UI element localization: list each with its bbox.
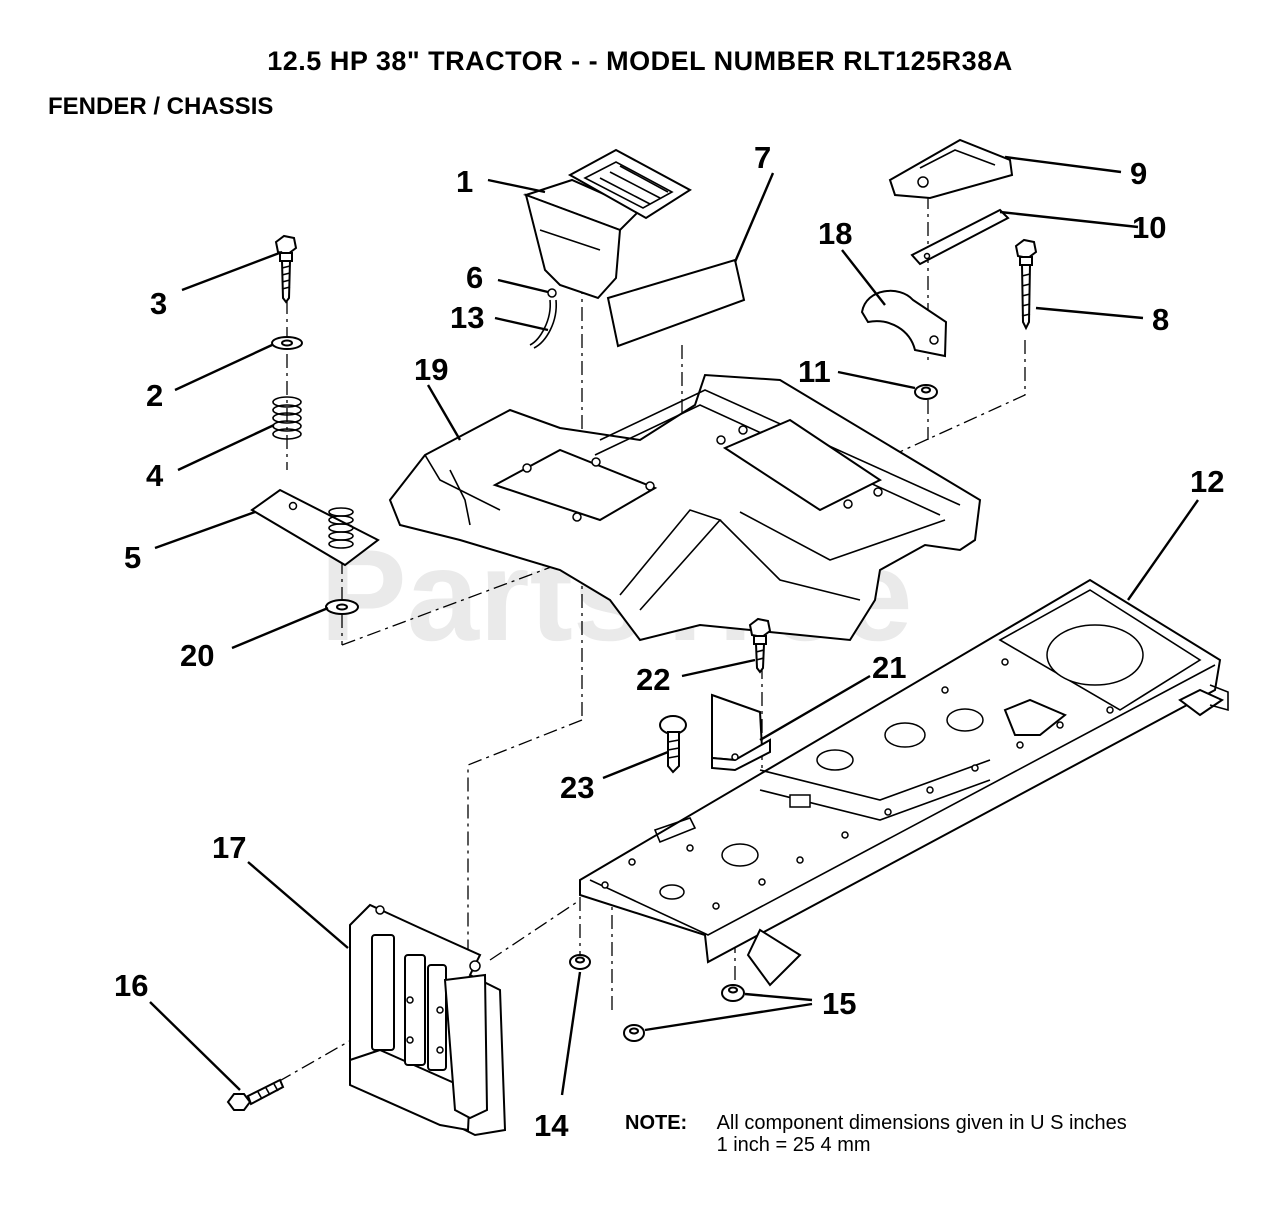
callout-12: 12: [1190, 464, 1224, 499]
callout-21: 21: [872, 650, 906, 685]
part-10-strap: [910, 208, 1010, 266]
part-23-carriage-bolt: [659, 715, 687, 774]
callout-11: 11: [798, 354, 831, 389]
part-14-nut: [569, 954, 591, 970]
callout-8: 8: [1152, 302, 1169, 337]
part-1-storage-tray: [522, 148, 692, 300]
callout-23: 23: [560, 770, 594, 805]
callout-14: 14: [534, 1108, 569, 1143]
part-13-hose: [529, 299, 557, 349]
callout-numbers: 1 2 3 4 5 6 7 8 9 10 11 12 13 14 15 16 1…: [114, 140, 1224, 1143]
callout-18: 18: [818, 216, 852, 251]
callout-1: 1: [456, 164, 473, 199]
part-16-bolt: [226, 1078, 285, 1111]
part-12-chassis-frame: [579, 578, 1229, 987]
callout-5: 5: [124, 540, 141, 575]
part-6-clip: [547, 288, 557, 298]
part-7-decal: [606, 258, 746, 348]
leader-lines: [149, 155, 1199, 1096]
dimensions-note: NOTE: All component dimensions given in …: [625, 1112, 1127, 1156]
part-21-bracket: [711, 693, 771, 772]
note-label: NOTE:: [625, 1112, 688, 1134]
callout-7: 7: [754, 140, 771, 175]
section-title: FENDER / CHASSIS: [48, 93, 274, 120]
callout-13: 13: [450, 300, 484, 335]
part-2-washer: [271, 336, 303, 350]
diagram-title: 12.5 HP 38" TRACTOR - - MODEL NUMBER RLT…: [267, 46, 1013, 76]
part-18-clamp: [860, 289, 948, 358]
note-line-2: 1 inch = 25 4 mm: [716, 1134, 871, 1156]
callout-19: 19: [414, 352, 448, 387]
callout-6: 6: [466, 260, 483, 295]
part-22-bolt: [748, 617, 772, 674]
part-8-bolt: [1014, 238, 1038, 331]
callout-4: 4: [146, 458, 164, 493]
callout-20: 20: [180, 638, 214, 673]
part-9-bracket: [888, 138, 1014, 200]
callout-2: 2: [146, 378, 163, 413]
callout-3: 3: [150, 286, 167, 321]
part-19-fender: [388, 373, 982, 642]
part-3-bolt: [274, 234, 298, 304]
part-15-nuts: [623, 984, 745, 1042]
callout-9: 9: [1130, 156, 1147, 191]
part-20-washer: [325, 599, 359, 615]
part-5-seat-bracket: [250, 488, 380, 567]
callout-22: 22: [636, 662, 670, 697]
callout-16: 16: [114, 968, 148, 1003]
callout-15: 15: [822, 986, 856, 1021]
part-17-rear-plate: [349, 903, 507, 1137]
callout-17: 17: [212, 830, 246, 865]
note-line-1: All component dimensions given in U S in…: [716, 1112, 1127, 1134]
callout-10: 10: [1132, 210, 1166, 245]
part-11-nut: [914, 384, 938, 400]
